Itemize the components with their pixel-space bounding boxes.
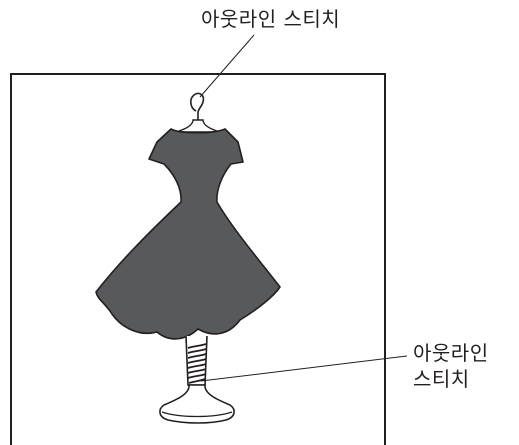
dress-shape — [95, 128, 281, 340]
callout-label-right: 아웃라인 스티치 — [413, 340, 489, 392]
callout-label-top: 아웃라인 스티치 — [201, 7, 341, 31]
leader-line-right — [200, 355, 408, 382]
frame-border — [10, 73, 386, 445]
callout-label-right-line2: 스티치 — [413, 367, 470, 391]
pole-wrap-stitches — [187, 343, 207, 384]
hanger-hook — [190, 92, 205, 120]
leader-line-top — [199, 34, 255, 98]
callout-label-right-line1: 아웃라인 — [413, 341, 489, 365]
mannequin-neck — [175, 119, 221, 133]
mannequin-base — [159, 384, 235, 424]
mannequin-base-rim — [161, 411, 233, 418]
